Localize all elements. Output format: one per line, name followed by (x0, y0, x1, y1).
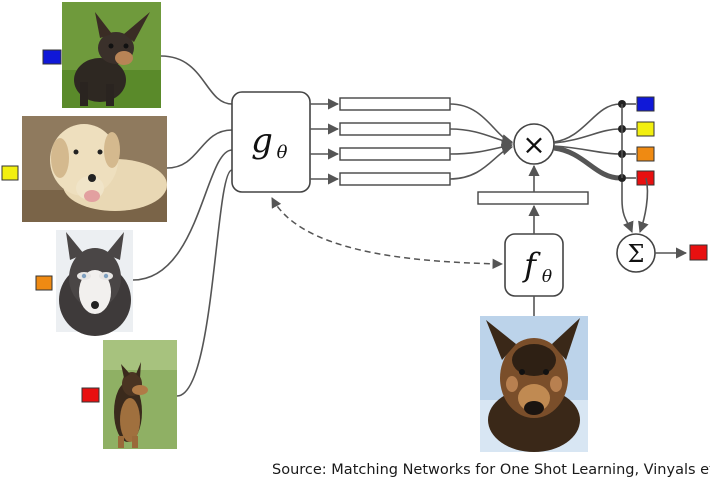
support-image-husky (56, 230, 133, 336)
product-node (513, 123, 555, 165)
g-to-embedding-arrows (310, 98, 340, 185)
g-theta-subscript: θ (277, 142, 288, 163)
label-orange (35, 275, 53, 291)
output-class-labels (636, 96, 655, 186)
embedding-to-product-arrows (449, 103, 514, 180)
output-to-sum-arrows (621, 177, 649, 234)
query-image-german-shepherd (480, 316, 588, 452)
shared-weights-dashed-arrow (271, 197, 504, 270)
support-to-g-connectors (132, 55, 233, 397)
g-theta-module (231, 91, 311, 193)
support-image-chihuahua (62, 2, 161, 108)
f-theta-subscript: θ (542, 267, 552, 287)
support-embeddings (339, 97, 451, 186)
prediction-label (689, 244, 708, 261)
product-to-output-arrows (553, 103, 621, 181)
support-image-german-shepherd (103, 340, 177, 449)
product-symbol: × (522, 128, 545, 161)
label-yellow (1, 165, 19, 181)
output-node-connectors (621, 103, 636, 179)
source-caption: Source: Matching Networks for One Shot L… (272, 462, 710, 478)
label-red (81, 387, 100, 403)
g-theta-label: g (251, 121, 273, 161)
label-blue (42, 49, 62, 65)
support-image-labrador (22, 116, 167, 222)
query-embedding (477, 191, 589, 205)
sum-symbol: Σ (628, 240, 645, 268)
